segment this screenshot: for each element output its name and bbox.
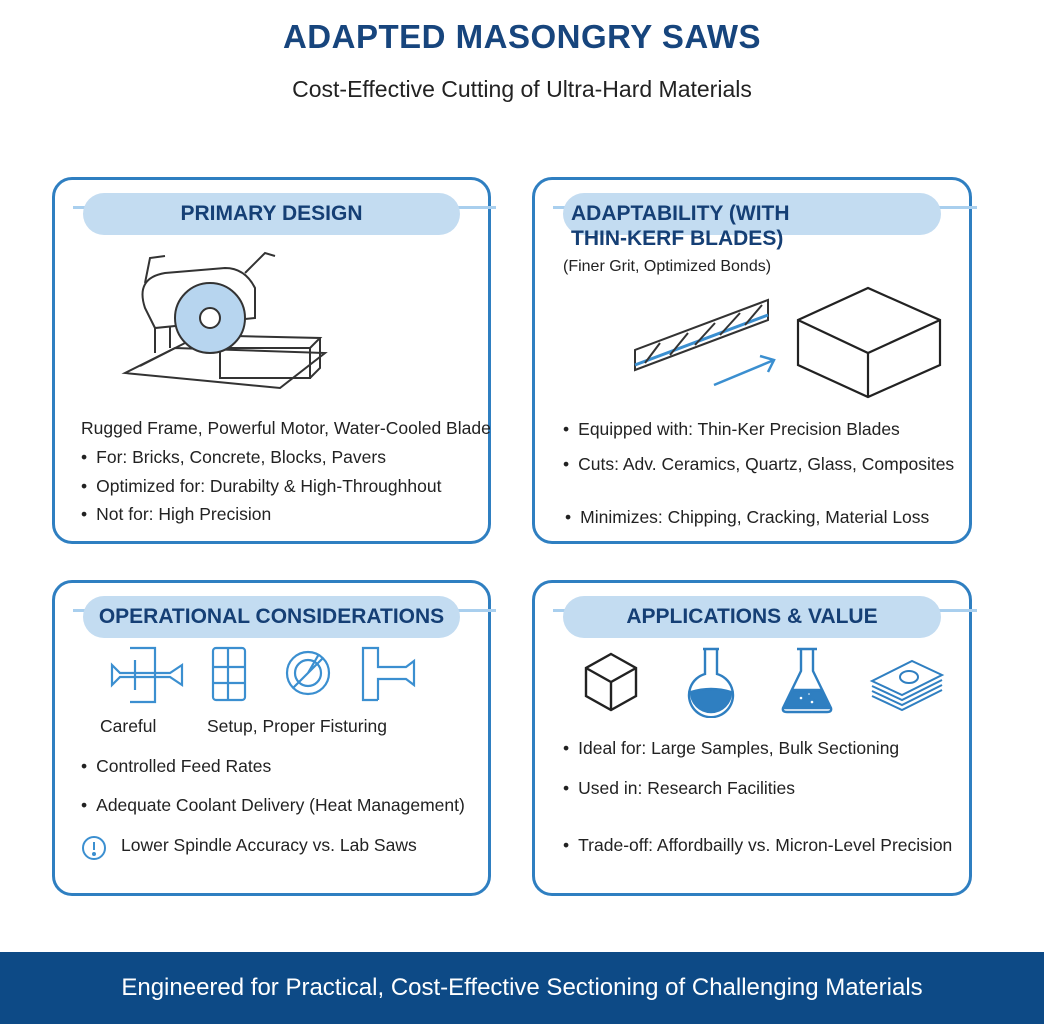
bullet-item: Minimizes: Chipping, Cracking, Material …	[565, 507, 929, 528]
bullet-item: Controlled Feed Rates	[81, 756, 271, 777]
page-title: ADAPTED MASONGRY SAWS	[282, 18, 762, 55]
warning-icon	[82, 836, 106, 860]
card-primary-design: PRIMARY DESIGN Rugged Frame, Powerful Mo…	[52, 177, 496, 544]
material-block-icon	[796, 286, 942, 399]
icon-caption: Setup, Proper Fisturing	[207, 716, 387, 736]
erlenmeyer-flask-icon	[781, 647, 833, 714]
card-title: OPERATIONAL CONSIDERATIONS	[83, 596, 460, 638]
card-title-line1: ADAPTABILITY (WITH	[571, 202, 790, 225]
card-applications-value: APPLICATIONS & VALUE Ideal for: Large Sa…	[532, 580, 977, 896]
gauge-icon	[285, 650, 331, 696]
bullet-item: For: Bricks, Concrete, Blocks, Pavers	[81, 447, 386, 468]
page-subtitle: Cost-Effective Cutting of Ultra-Hard Mat…	[292, 76, 752, 102]
card-subtitle: (Finer Grit, Optimized Bonds)	[563, 258, 772, 275]
warning-text: Lower Spindle Accuracy vs. Lab Saws	[121, 835, 417, 855]
fixture-grid-icon	[211, 646, 247, 702]
bullet-item: Used in: Research Facilities	[563, 778, 795, 799]
coolant-nozzle-icon	[361, 646, 416, 702]
bullet-item: Ideal for: Large Samples, Bulk Sectionin…	[563, 738, 899, 759]
arrow-icon	[713, 354, 776, 387]
money-stack-icon	[869, 659, 945, 712]
card-title: APPLICATIONS & VALUE	[563, 596, 941, 638]
clamp-icon	[110, 646, 184, 704]
footer-text: Engineered for Practical, Cost-Effective…	[121, 974, 923, 1001]
card-title: PRIMARY DESIGN	[83, 193, 460, 235]
footer-banner: Engineered for Practical, Cost-Effective…	[0, 952, 1044, 1024]
bullet-item: Cuts: Adv. Ceramics, Quartz, Glass, Comp…	[563, 454, 954, 475]
bullet-item: Trade-off: Affordbailly vs. Micron-Level…	[563, 835, 952, 856]
bullet-item: Not for: High Precision	[81, 504, 271, 525]
card-title-line2: THIN-KERF BLADES)	[571, 227, 784, 250]
card-title: ADAPTABILITY (WITH THIN-KERF BLADES)	[563, 193, 941, 250]
thin-kerf-blade-icon	[634, 298, 769, 372]
bullet-item: Equipped with: Thin-Ker Precision Blades	[563, 419, 900, 440]
cube-icon	[584, 652, 638, 712]
masonry-saw-icon	[121, 251, 328, 390]
round-flask-icon	[687, 647, 735, 718]
icon-caption: Careful	[100, 716, 157, 736]
bullet-item: Optimized for: Durabilty & High-Throughh…	[81, 476, 441, 497]
card-operational-considerations: OPERATIONAL CONSIDERATIONS Careful Setup…	[52, 580, 496, 896]
bullet-item: Adequate Coolant Delivery (Heat Manageme…	[81, 795, 465, 816]
card-adaptability: ADAPTABILITY (WITH THIN-KERF BLADES) (Fi…	[532, 177, 977, 544]
feature-summary: Rugged Frame, Powerful Motor, Water-Cool…	[81, 418, 491, 438]
